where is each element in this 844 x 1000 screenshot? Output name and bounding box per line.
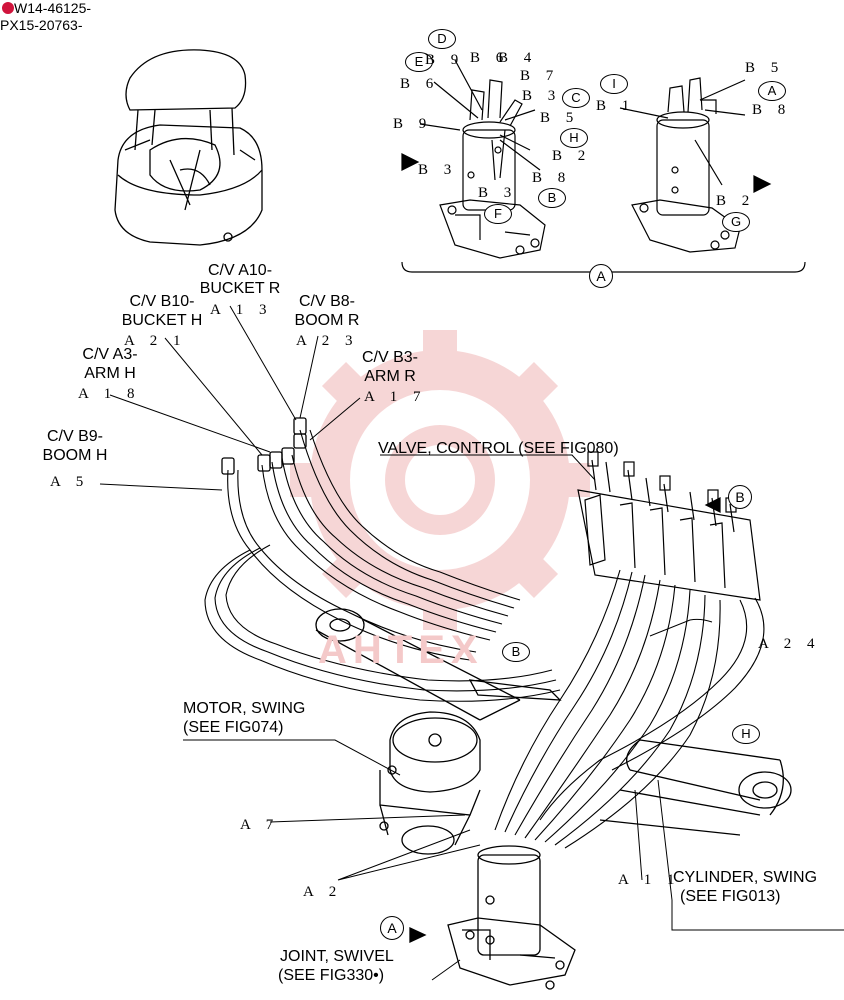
cv-b9-ref: A 5 bbox=[50, 474, 90, 490]
swivel-joint bbox=[409, 845, 576, 990]
motor-swing-label-1: MOTOR, SWING bbox=[183, 700, 306, 717]
joint-swivel-label-1: JOINT, SWIVEL bbox=[280, 948, 394, 965]
watermark-gear bbox=[290, 330, 590, 630]
motor-swing-label-2: (SEE FIG074) bbox=[183, 719, 284, 736]
view-b-callout-valve: B bbox=[728, 485, 752, 509]
inset-callout-i: I bbox=[600, 74, 628, 94]
header-marker-icon bbox=[2, 2, 14, 14]
ref-b7: B 7 bbox=[520, 68, 560, 84]
ref-b3-bottom: B 3 bbox=[478, 185, 518, 201]
leader-lines bbox=[99, 305, 844, 981]
ref-b5-right: B 5 bbox=[745, 60, 785, 76]
inset-callout-b: B bbox=[538, 188, 566, 208]
ref-a24: A 2 4 bbox=[758, 636, 821, 652]
view-h-callout: H bbox=[732, 724, 760, 744]
valve-control-label: VALVE, CONTROL (SEE FIG080) bbox=[378, 440, 619, 457]
ref-b5-left: B 5 bbox=[540, 110, 580, 126]
view-a-callout-joint: A bbox=[380, 916, 404, 940]
cv-b8-line1: C/V B8- bbox=[298, 293, 356, 310]
cv-b8-ref: A 2 3 bbox=[296, 333, 359, 349]
watermark-text: AHTEX bbox=[318, 628, 484, 672]
cv-b10-ref: A 2 1 bbox=[124, 333, 187, 349]
ref-b2-left: B 2 bbox=[552, 148, 592, 164]
cab-overview bbox=[114, 49, 263, 246]
inset-callout-a: A bbox=[758, 81, 786, 101]
joint-swivel-label-2: (SEE FIG330•) bbox=[278, 967, 385, 984]
hose-bundle-valve bbox=[494, 569, 765, 849]
inset-view-a bbox=[401, 59, 806, 273]
cv-a10-line2: BUCKET R bbox=[199, 280, 281, 297]
ref-a11: A 1 1 bbox=[618, 872, 681, 888]
serial-range-2: PX15-20763- bbox=[0, 17, 83, 33]
cv-a10-ref: A 1 3 bbox=[210, 302, 273, 318]
ref-b9-top: B 9 bbox=[425, 52, 465, 68]
boom-and-cylinder bbox=[315, 608, 792, 836]
ref-b9-left: B 9 bbox=[393, 116, 433, 132]
inset-callout-c: C bbox=[562, 88, 590, 108]
cv-b8-line2: BOOM R bbox=[294, 312, 360, 329]
view-b-callout-mid: B bbox=[502, 642, 530, 662]
cv-b3-line1: C/V B3- bbox=[361, 349, 419, 366]
cv-b3-ref: A 1 7 bbox=[364, 389, 427, 405]
ref-b6-left: B 6 bbox=[400, 76, 440, 92]
serial-range-1: W14-46125- bbox=[14, 0, 92, 16]
inset-callout-h: H bbox=[560, 128, 588, 148]
cylinder-swing-label-1: CYLINDER, SWING bbox=[673, 869, 818, 886]
ref-b1: B 1 bbox=[596, 98, 636, 114]
ref-b4: B 4 bbox=[498, 50, 538, 66]
inset-callout-f: F bbox=[484, 204, 512, 224]
ref-b8-right: B 8 bbox=[752, 102, 792, 118]
cv-a3-line2: ARM H bbox=[84, 365, 136, 382]
control-valve-bank bbox=[577, 451, 761, 601]
cv-b9-line2: BOOM H bbox=[42, 447, 108, 464]
ref-b2-right: B 2 bbox=[716, 193, 756, 209]
swing-motor bbox=[379, 711, 481, 855]
cv-b10-line2: BUCKET H bbox=[121, 312, 203, 329]
ref-b3-right: B 3 bbox=[522, 88, 562, 104]
cv-a3-line1: C/V A3- bbox=[82, 346, 138, 363]
ref-b6-top: B 6 bbox=[470, 50, 510, 66]
cv-a10-line1: C/V A10- bbox=[207, 262, 273, 279]
ref-b8-left: B 8 bbox=[532, 170, 572, 186]
ref-a2: A 2 bbox=[303, 884, 343, 900]
cv-a3-ref: A 1 8 bbox=[78, 386, 141, 402]
inset-callout-d: D bbox=[428, 29, 456, 49]
cv-b10-line1: C/V B10- bbox=[129, 293, 195, 310]
inset-callout-g: G bbox=[722, 212, 750, 232]
cv-b3-line2: ARM R bbox=[364, 368, 416, 385]
cv-b9-line1: C/V B9- bbox=[46, 428, 104, 445]
ref-a7: A 7 bbox=[240, 817, 280, 833]
view-a-callout: A bbox=[589, 264, 613, 288]
inset-callout-e: E bbox=[405, 52, 433, 72]
cylinder-swing-label-2: (SEE FIG013) bbox=[680, 888, 781, 905]
ref-b3-left: B 3 bbox=[418, 162, 458, 178]
